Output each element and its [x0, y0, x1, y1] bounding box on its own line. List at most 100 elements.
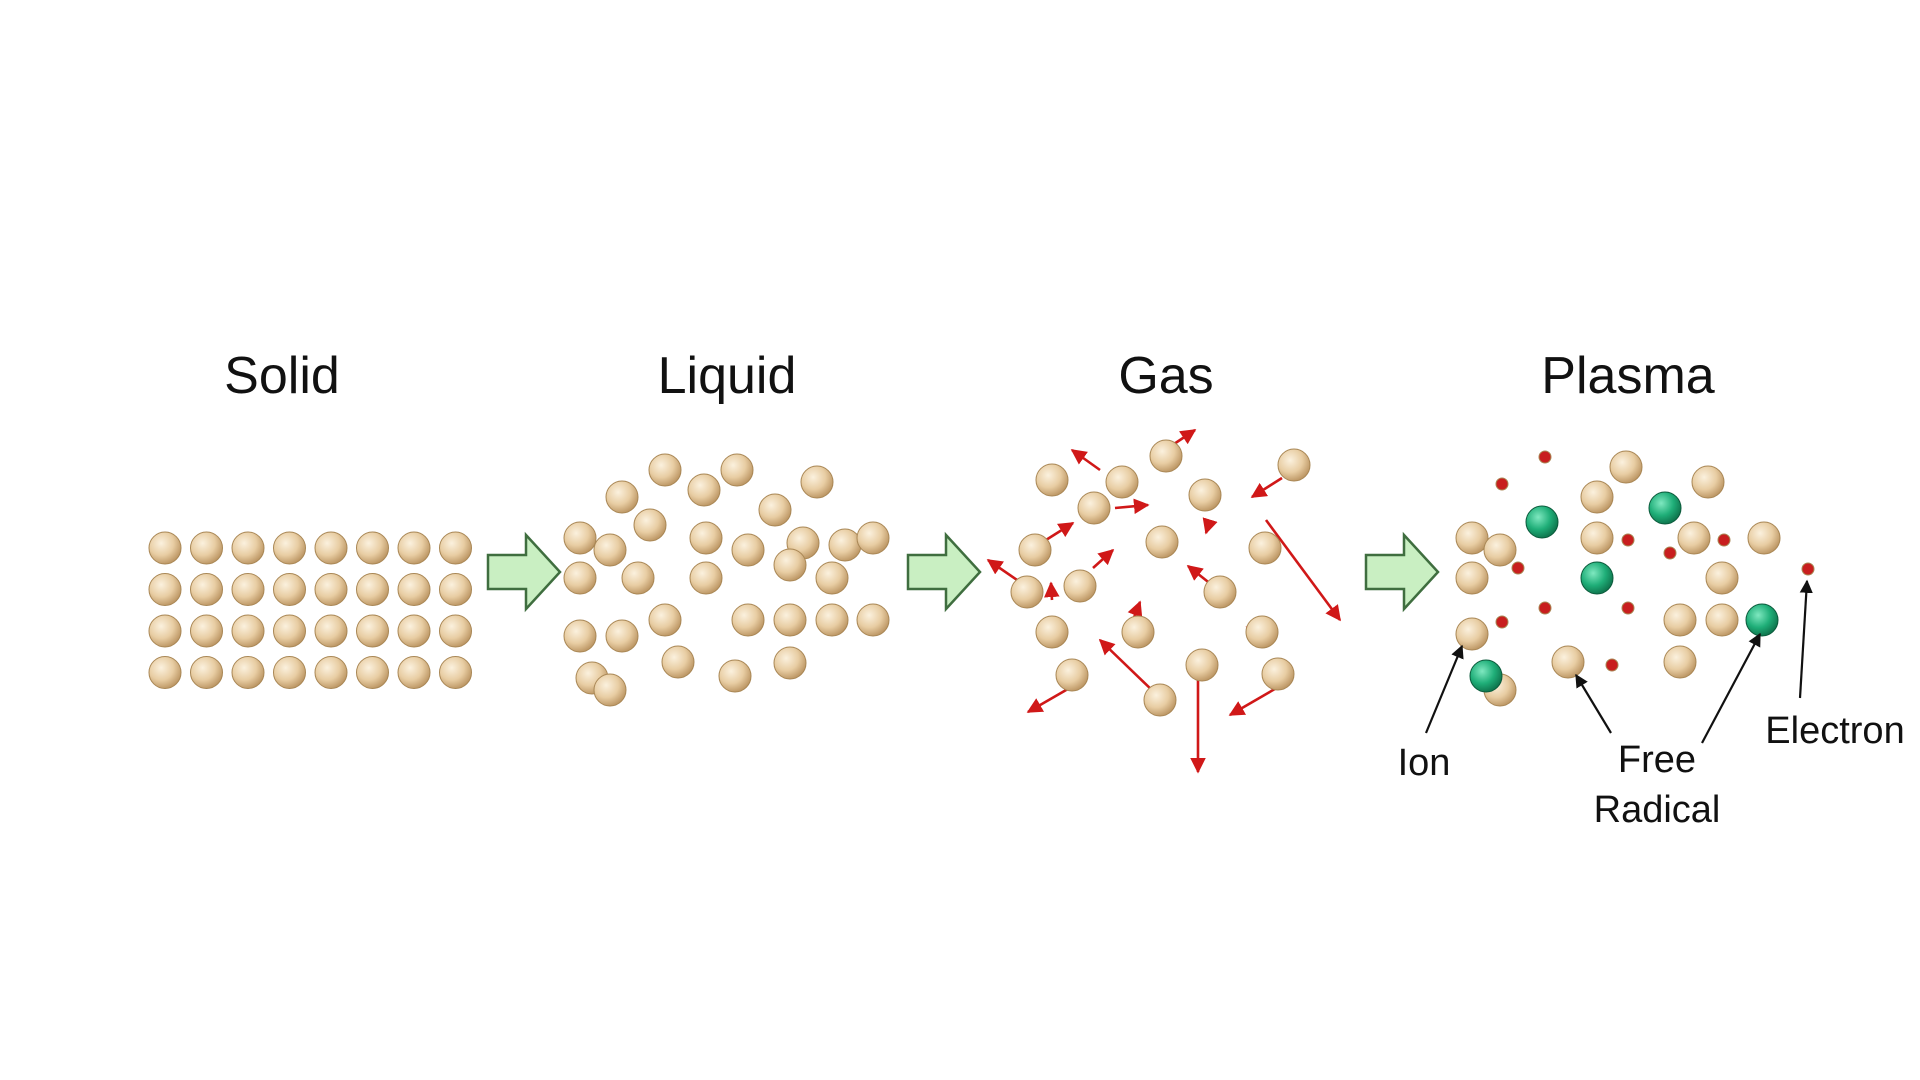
solid-particle: [231, 573, 265, 606]
liquid-particle: [563, 521, 597, 555]
gas-motion-arrow: [1098, 638, 1156, 694]
gas-particle: [1145, 525, 1179, 559]
gas-particle: [1203, 575, 1237, 609]
electron-particle: [1495, 615, 1509, 629]
liquid-particle: [621, 561, 655, 595]
solid-particle: [397, 531, 431, 565]
liquid-particle: [648, 603, 682, 637]
gas-motion-arrow: [1202, 517, 1218, 535]
gas-motion-arrow: [1092, 548, 1115, 569]
solid-particle: [439, 614, 472, 648]
transition-arrow-gas-to-plasma: [1364, 531, 1440, 613]
liquid-particle: [731, 533, 765, 567]
gas-particle: [1077, 491, 1111, 525]
gas-particle: [1149, 439, 1183, 473]
electron-particle: [1538, 601, 1552, 615]
liquid-title: Liquid: [658, 347, 797, 405]
transition-arrow-liquid-to-gas: [906, 531, 982, 613]
free-radical-particle: [1648, 491, 1682, 525]
solid-particle: [314, 614, 348, 648]
liquid-particle: [563, 561, 597, 595]
electron-label: Electron: [1765, 710, 1904, 752]
solid-particle: [148, 573, 182, 606]
free-radical-particle: [1745, 603, 1779, 637]
liquid-particle: [605, 619, 639, 653]
gas-particle: [1185, 648, 1219, 682]
liquid-particle: [605, 480, 639, 514]
solid-particle: [314, 573, 348, 606]
liquid-particle: [773, 603, 807, 637]
gas-particle: [1055, 658, 1089, 692]
liquid-particles: [563, 453, 890, 707]
free-radical-label-line2: Radical: [1594, 789, 1721, 831]
ion-label: Ion: [1398, 742, 1451, 784]
gas-title: Gas: [1118, 347, 1213, 405]
solid-particle: [273, 573, 306, 606]
electron-particle: [1511, 561, 1525, 575]
solid-particle: [356, 656, 389, 689]
solid-particle: [273, 531, 306, 565]
solid-particles: [148, 531, 472, 689]
ion-particle: [1663, 645, 1697, 679]
liquid-particle: [633, 508, 667, 542]
free-radical-label-line1: Free: [1618, 739, 1696, 781]
liquid-particle: [731, 603, 765, 637]
gas-motion-arrow: [1114, 498, 1150, 515]
liquid-particle: [815, 561, 849, 595]
gas-motion-arrow: [1070, 448, 1101, 472]
liquid-particle: [593, 533, 627, 567]
gas-particle: [1245, 615, 1279, 649]
liquid-particle: [856, 521, 890, 555]
ion-particle: [1455, 521, 1489, 555]
gas-particle: [1277, 448, 1311, 482]
electron-particle: [1538, 450, 1552, 464]
electron-particle: [1495, 477, 1509, 491]
solid-particle: [231, 531, 265, 565]
liquid-particle: [773, 646, 807, 680]
liquid-particle: [648, 453, 682, 487]
electron-particle: [1801, 562, 1815, 576]
gas-particle: [1063, 569, 1097, 603]
solid-particle: [148, 614, 182, 648]
ion-particle: [1580, 480, 1614, 514]
plasma-title: Plasma: [1541, 347, 1714, 405]
solid-particle: [273, 656, 306, 689]
ion-particle: [1551, 645, 1585, 679]
gas-particle: [1121, 615, 1155, 649]
ion-particle: [1455, 617, 1489, 651]
ion-particle: [1663, 603, 1697, 637]
gas-particle: [1035, 615, 1069, 649]
ion-particle: [1580, 521, 1614, 555]
gas-motion-arrow: [1228, 684, 1281, 717]
liquid-particle: [661, 645, 695, 679]
solid-particle: [439, 531, 472, 565]
electron-particle: [1621, 533, 1635, 547]
solid-particle: [190, 531, 223, 565]
solid-particle: [356, 531, 389, 565]
liquid-particle: [773, 548, 807, 582]
liquid-particle: [828, 528, 862, 562]
liquid-particle: [856, 603, 890, 637]
liquid-particle: [718, 659, 752, 693]
solid-particle: [148, 656, 182, 689]
ion-particle: [1705, 603, 1739, 637]
free-radical-particle: [1580, 561, 1614, 595]
ion-pointer-arrow: [1424, 644, 1464, 734]
gas-motion-arrow: [986, 558, 1021, 584]
ion-particle: [1747, 521, 1781, 555]
liquid-particle: [687, 473, 721, 507]
solid-particle: [397, 656, 431, 689]
gas-particle: [1035, 463, 1069, 497]
free-radical-particle: [1525, 505, 1559, 539]
solid-particle: [190, 614, 223, 648]
ion-particle: [1455, 561, 1489, 595]
liquid-particle: [720, 453, 754, 487]
liquid-particle: [689, 521, 723, 555]
free-radical-pointer-arrow-left: [1575, 673, 1612, 734]
electron-particle: [1717, 533, 1731, 547]
electron-particle: [1621, 601, 1635, 615]
liquid-particle: [689, 561, 723, 595]
solid-particle: [231, 614, 265, 648]
solid-particle: [190, 573, 223, 606]
